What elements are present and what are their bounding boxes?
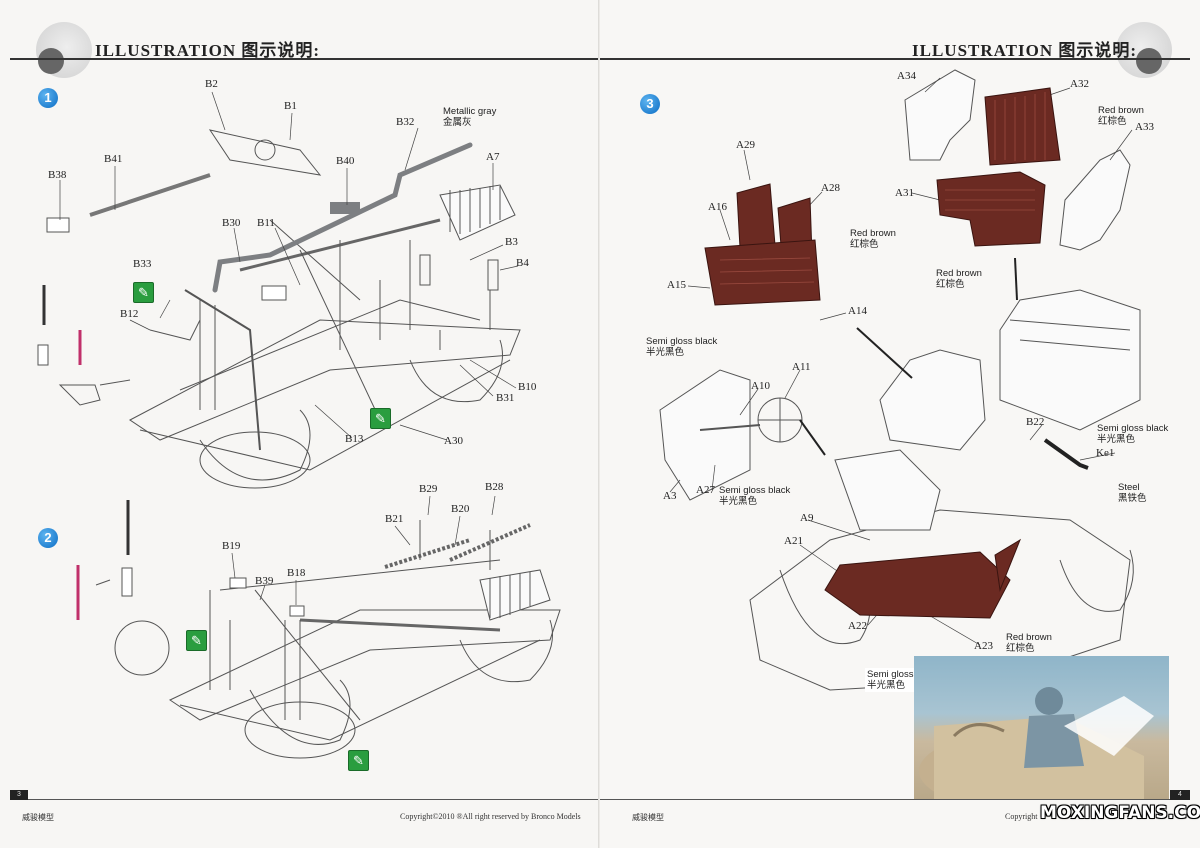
part-label: B32 [396,116,415,128]
header-title: ILLUSTRATION 图示说明: [912,41,1138,60]
part-label: B3 [505,236,518,248]
part-label: B30 [222,217,241,229]
step1-diagram [37,91,521,489]
part-label: B1 [284,100,297,112]
part-label: A14 [848,305,867,317]
step-badge-1: 1 [38,88,58,108]
footer-brand: 威骏模型 [632,813,664,822]
part-label: B31 [496,392,515,404]
footer-rule [600,799,1170,800]
part-label: A9 [800,512,814,524]
page-number: 4 [1178,791,1182,798]
part-label: B38 [48,169,67,181]
part-label: A27 [696,484,715,496]
header-title: ILLUSTRATION 图示说明: [95,41,321,60]
part-label: B39 [255,575,274,587]
step-badge-2: 2 [38,528,58,548]
glue-tube-icon: ✎ [348,750,369,771]
part-label: B41 [104,153,123,165]
model-photo [914,656,1169,799]
part-label: B13 [345,433,364,445]
part-label: A16 [708,201,727,213]
watermark: MOXINGFANS.COM [1040,803,1200,823]
part-label: B11 [257,217,275,229]
part-label: A29 [736,139,755,151]
footer-brand: 威骏模型 [22,813,54,822]
part-label: A34 [897,70,916,82]
part-label: A31 [895,187,914,199]
part-label: A33 [1135,121,1154,133]
part-label: B2 [205,78,218,90]
part-label: B28 [485,481,504,493]
part-label: A30 [444,435,463,447]
part-label: Ke1 [1096,447,1115,459]
footer-bar [1170,790,1190,800]
step3-diagram [659,69,1141,691]
glue-tube-icon: ✎ [133,282,154,303]
part-label: A11 [792,361,811,373]
glue-tube-icon: ✎ [186,630,207,651]
part-label: A15 [667,279,686,291]
page-number: 3 [17,791,21,798]
part-label: B40 [336,155,355,167]
header-rule [600,58,1190,60]
part-label: A23 [974,640,993,652]
footer-copyright: Copyright©2010 ®All right reserved by Br… [400,812,581,821]
step2-diagram [76,495,561,759]
header-rule [10,58,600,60]
part-label: B29 [419,483,438,495]
part-label: B20 [451,503,470,515]
part-label: B10 [518,381,537,393]
part-label: A28 [821,182,840,194]
part-label: A21 [784,535,803,547]
part-label: B12 [120,308,139,320]
part-label: B4 [516,257,529,269]
part-label: A3 [663,490,677,502]
part-label: B21 [385,513,404,525]
step-badge-3: 3 [640,94,660,114]
footer-rule [28,799,600,800]
header-decoration-dot [38,48,64,74]
footer-bar [10,790,28,800]
part-label: A10 [751,380,770,392]
part-label: A32 [1070,78,1089,90]
left-page: ILLUSTRATION 图示说明: 1 2 [10,22,600,822]
part-label: B22 [1026,416,1045,428]
part-label: A22 [848,620,867,632]
glue-tube-icon: ✎ [370,408,391,429]
footer-copyright: Copyright [1005,812,1038,821]
header-decoration-dot [1136,48,1162,74]
part-label: B33 [133,258,152,270]
part-label: A7 [486,151,500,163]
part-label: B19 [222,540,241,552]
part-label: B18 [287,567,306,579]
